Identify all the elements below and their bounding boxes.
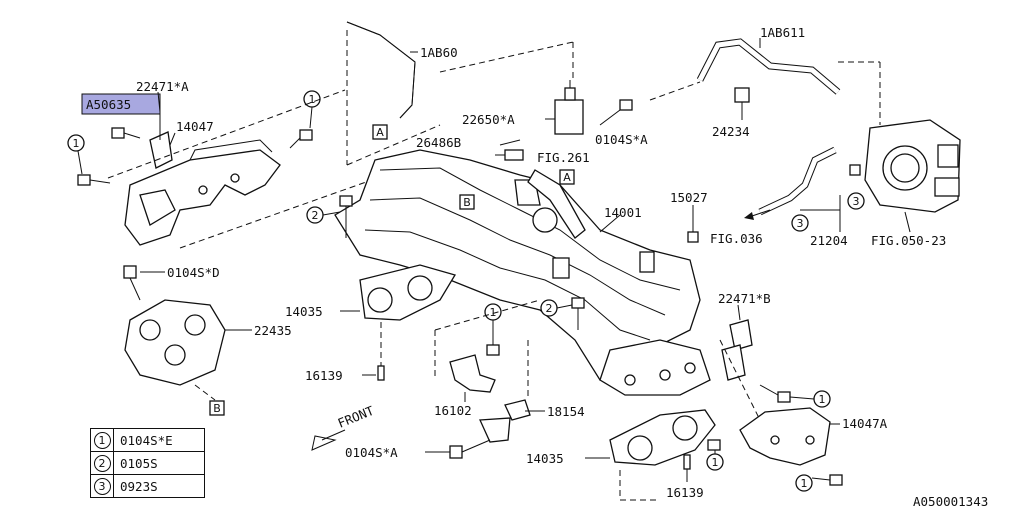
throttle-body [864, 119, 961, 213]
callout-2-b: 2 [540, 299, 573, 317]
label-21204[interactable]: 21204 [810, 233, 848, 248]
label-22435[interactable]: 22435 [254, 323, 292, 338]
bolt-right-mid [759, 384, 791, 403]
legend-code[interactable]: 0923S [113, 474, 205, 498]
bracket-14047 [124, 131, 281, 246]
bolt-left-lower [77, 174, 111, 186]
svg-text:1: 1 [309, 93, 316, 106]
bolt-15027 [687, 205, 699, 243]
bolt-right-upper [289, 129, 313, 149]
label-16139-left[interactable]: 16139 [305, 368, 343, 383]
legend-row: 3 0923S [90, 474, 205, 498]
bracket-14047A [739, 407, 831, 466]
label-fig261[interactable]: FIG.261 [537, 150, 590, 165]
front-arrow [311, 429, 346, 451]
legend-symbol: 3 [93, 477, 111, 495]
svg-text:B: B [213, 402, 221, 415]
bolt-0104SA-bottom [449, 439, 491, 459]
valve-22650A [554, 80, 584, 135]
svg-text:B: B [463, 196, 471, 209]
label-26486B[interactable]: 26486B [416, 135, 461, 150]
sensor-26486B [495, 149, 524, 161]
svg-text:1: 1 [712, 456, 719, 469]
label-14047A[interactable]: 14047A [842, 416, 888, 431]
fuel-rail [527, 169, 586, 239]
callout-1-f: 1 [795, 474, 813, 492]
legend-row: 1 0104S*E [90, 428, 205, 452]
label-0104SA-bottom[interactable]: 0104S*A [345, 445, 398, 460]
svg-text:1: 1 [819, 393, 826, 406]
ref-box-A-mid [559, 169, 575, 185]
bolt-right-lower-a [707, 439, 721, 451]
label-16102[interactable]: 16102 [434, 403, 472, 418]
sensor-22471B [721, 319, 753, 381]
callout-1-c: 1 [484, 303, 502, 345]
label-22471A[interactable]: 22471*A [136, 79, 189, 94]
legend-row: 2 0105S [90, 451, 205, 475]
callout-1-b: 1 [67, 134, 85, 175]
label-0104SD[interactable]: 0104S*D [167, 265, 220, 280]
bolt-right-lower-b [811, 474, 843, 486]
callout-2-a: 2 [306, 206, 341, 224]
bolt-0104SD [123, 265, 141, 301]
clip-24234 [734, 87, 750, 120]
svg-text:1: 1 [73, 137, 80, 150]
legend-symbol: 2 [93, 454, 111, 472]
svg-text:1: 1 [801, 477, 808, 490]
label-14035-left[interactable]: 14035 [285, 304, 323, 319]
document-id: A050001343 [913, 494, 988, 509]
label-front: FRONT [336, 403, 377, 431]
fastener-legend: 1 0104S*E 2 0105S 3 0923S [90, 428, 205, 498]
svg-text:1: 1 [490, 306, 497, 319]
intake-manifold-14001 [334, 149, 711, 396]
pin-16139-left [377, 365, 385, 381]
bolt-left-manifold [339, 195, 353, 238]
clamp-21204-a [849, 164, 861, 176]
label-18154[interactable]: 18154 [547, 404, 585, 419]
label-15027[interactable]: 15027 [670, 190, 708, 205]
svg-text:2: 2 [312, 209, 319, 222]
label-16139-bottom[interactable]: 16139 [666, 485, 704, 500]
callout-3-b: 3 [791, 214, 809, 232]
actuator-22435 [124, 299, 226, 386]
ref-box-A-upper [372, 124, 388, 140]
label-fig050-23[interactable]: FIG.050-23 [871, 233, 946, 248]
label-0104SA-top[interactable]: 0104S*A [595, 132, 648, 147]
label-14047[interactable]: 14047 [176, 119, 214, 134]
legend-symbol: 1 [93, 431, 111, 449]
svg-text:2: 2 [546, 302, 553, 315]
svg-text:A: A [563, 171, 571, 184]
gasket-14035-bottom [609, 409, 716, 466]
label-22650A[interactable]: 22650*A [462, 112, 515, 127]
svg-text:A: A [376, 126, 384, 139]
label-1AB611[interactable]: 1AB611 [760, 25, 805, 40]
callout-3-a: 3 [847, 192, 865, 210]
svg-text:3: 3 [797, 217, 804, 230]
label-22471B[interactable]: 22471*B [718, 291, 771, 306]
legend-code[interactable]: 0104S*E [113, 428, 205, 452]
bolt-left-upper [111, 127, 141, 139]
callout-1-d: 1 [789, 390, 831, 408]
label-1AB60[interactable]: 1AB60 [420, 45, 458, 60]
legend-code[interactable]: 0105S [113, 451, 205, 475]
highlight-label[interactable]: A50635 [86, 97, 131, 112]
svg-text:3: 3 [853, 195, 860, 208]
highlight-box [81, 93, 161, 115]
solenoid-16102 [449, 354, 496, 393]
bolt-16102 [486, 344, 500, 356]
ref-box-B-mid [459, 194, 475, 210]
pin-16139-bottom [683, 454, 691, 470]
bolt-center [571, 297, 585, 330]
label-14035-bottom[interactable]: 14035 [526, 451, 564, 466]
ref-box-B-lower [209, 400, 225, 416]
callout-1-e: 1 [706, 450, 724, 471]
label-14001[interactable]: 14001 [604, 205, 642, 220]
callout-1-a: 1 [303, 90, 321, 129]
sensor-18154 [479, 399, 531, 443]
label-fig036[interactable]: FIG.036 [710, 231, 763, 246]
label-24234[interactable]: 24234 [712, 124, 750, 139]
